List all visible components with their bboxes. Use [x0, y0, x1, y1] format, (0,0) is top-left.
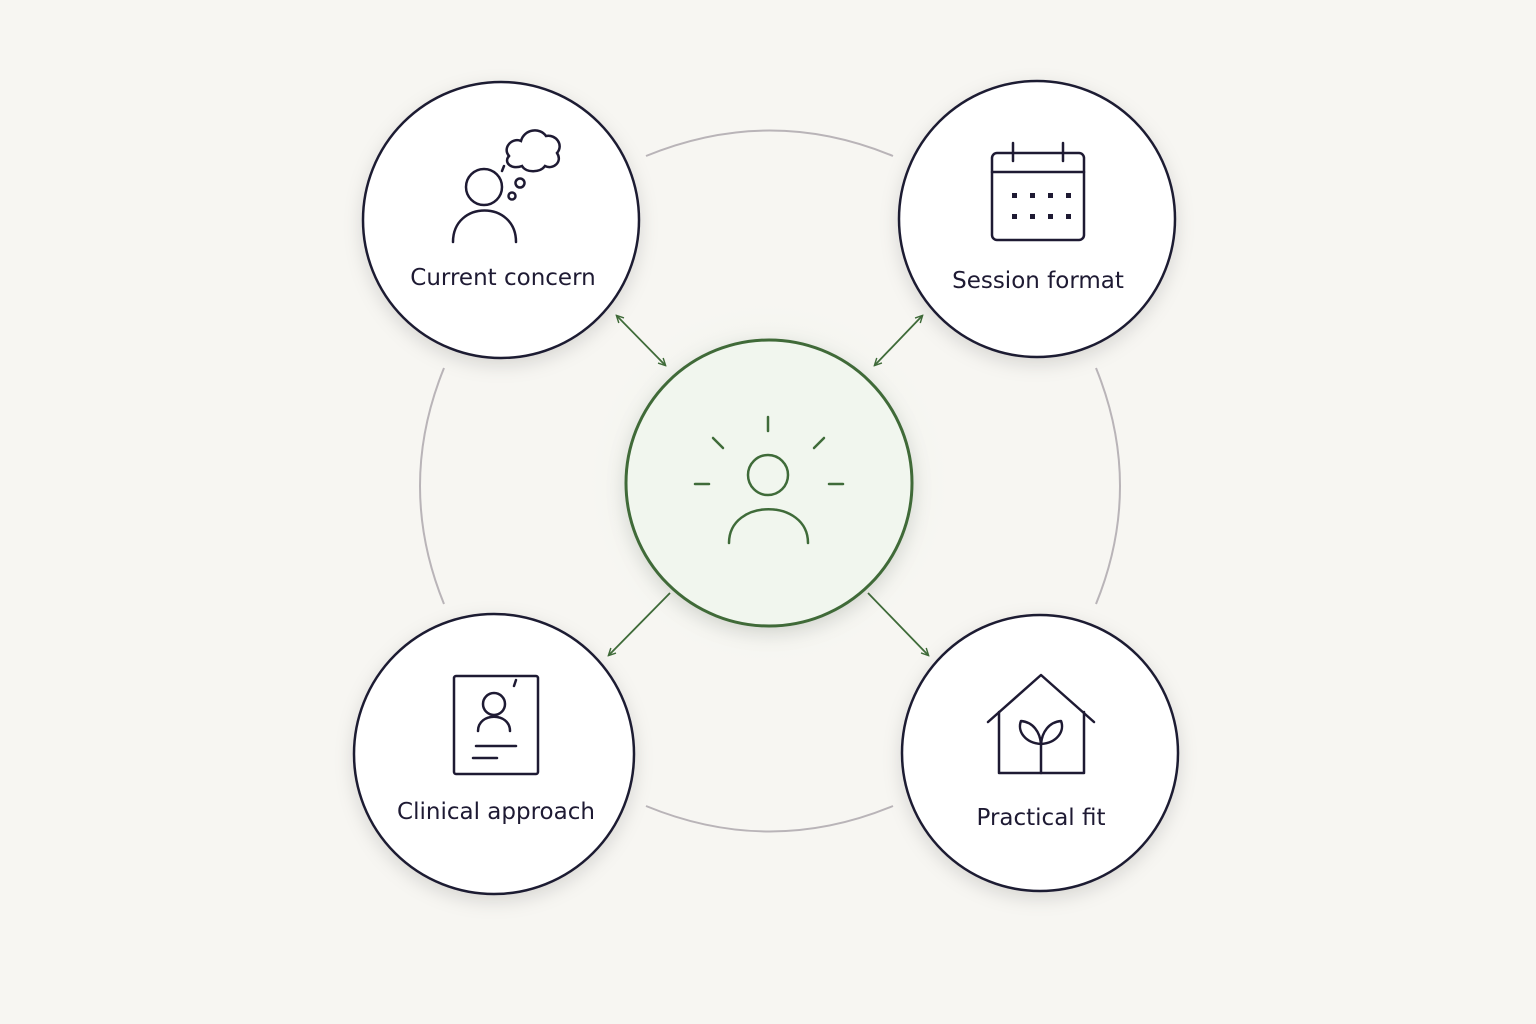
arrow-current-concern: [617, 316, 665, 365]
node-circle: [361, 80, 641, 360]
ring-arc-left: [419, 367, 445, 605]
node-clinical-approach[interactable]: Clinical approach: [352, 612, 636, 896]
house-sprout-icon: [986, 673, 1096, 775]
arrow-clinical-approach: [609, 592, 671, 655]
node-label-clinical-approach: Clinical approach: [397, 799, 595, 825]
person-radiating-icon: [693, 415, 845, 545]
ring-arc-bottom: [645, 805, 894, 833]
ring-arc-top: [645, 129, 894, 157]
node-circle: [352, 612, 636, 896]
center-node[interactable]: [624, 338, 914, 628]
node-label-current-concern: Current concern: [410, 265, 595, 291]
calendar-icon: [990, 141, 1086, 242]
center-circle: [624, 338, 914, 628]
ring-arc-right: [1095, 367, 1121, 605]
node-label-practical-fit: Practical fit: [976, 805, 1105, 831]
calendar-dates: [1012, 193, 1071, 219]
connector-arrows: [609, 316, 928, 655]
node-current-concern[interactable]: Current concern: [361, 80, 641, 360]
profile-document-icon: [452, 674, 540, 776]
node-circle: [897, 79, 1177, 359]
arrow-session-format: [875, 316, 922, 365]
node-practical-fit[interactable]: Practical fit: [900, 613, 1180, 893]
arrow-practical-fit: [867, 592, 928, 655]
node-session-format[interactable]: Session format: [897, 79, 1177, 359]
person-thought-bubble-icon: [451, 129, 561, 244]
node-label-session-format: Session format: [952, 268, 1124, 294]
connection-ring: [419, 129, 1121, 833]
